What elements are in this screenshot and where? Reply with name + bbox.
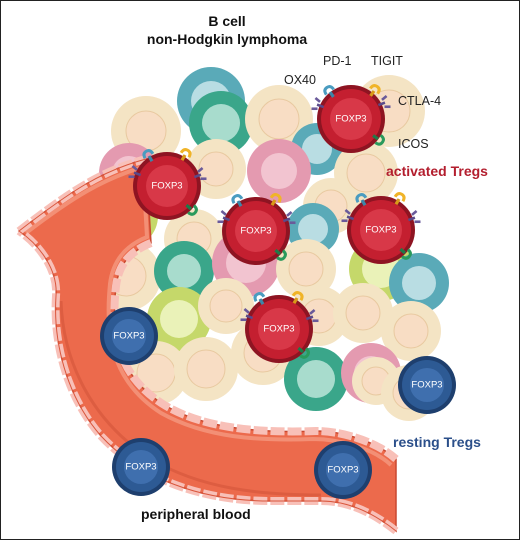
tumor-cell [381, 301, 441, 361]
activated-tregs-label: activated Tregs [386, 163, 488, 179]
tumor-cell [247, 139, 311, 203]
foxp3-label: FOXP3 [365, 225, 396, 236]
foxp3-label: FOXP3 [335, 114, 366, 125]
tumor-cell [333, 283, 393, 343]
tumor-cell [284, 347, 348, 411]
resting-treg: FOXP3 [398, 356, 456, 414]
foxp3-label: FOXP3 [327, 465, 358, 476]
activated-treg: FOXP3 [127, 145, 208, 220]
foxp3-label: FOXP3 [125, 462, 156, 473]
tumor-cell [189, 91, 253, 155]
figure-title-line-1: B cell [208, 13, 245, 29]
resting-treg: FOXP3 [112, 438, 170, 496]
ox40-label: OX40 [284, 73, 316, 87]
tumor-cell [174, 337, 238, 401]
activated-treg: FOXP3 [216, 190, 297, 265]
activated-treg: FOXP3 [310, 81, 392, 153]
figure-title-line-2: non-Hodgkin lymphoma [147, 31, 307, 47]
tumor-cell [389, 253, 449, 313]
foxp3-label: FOXP3 [263, 324, 294, 335]
tumor-cell [276, 239, 336, 299]
ctla4-label: CTLA-4 [398, 94, 441, 108]
tigit-label: TIGIT [371, 54, 403, 68]
tumor-cell [154, 241, 214, 301]
peripheral-blood-label: peripheral blood [141, 506, 251, 522]
activated-treg: FOXP3 [239, 288, 320, 363]
tumor-cell [198, 278, 254, 334]
resting-treg: FOXP3 [100, 307, 158, 365]
tumor-cell [147, 287, 211, 351]
tumor-cell [186, 139, 246, 199]
icos-label: ICOS [398, 137, 429, 151]
foxp3-label: FOXP3 [240, 226, 271, 237]
blood-vessel [16, 155, 399, 535]
activated-treg: FOXP3 [340, 189, 422, 264]
foxp3-label: FOXP3 [411, 380, 442, 391]
pd1-label: PD-1 [323, 54, 352, 68]
foxp3-label: FOXP3 [151, 181, 182, 192]
resting-treg: FOXP3 [314, 441, 372, 499]
resting-tregs-label: resting Tregs [393, 434, 481, 450]
foxp3-label: FOXP3 [113, 331, 144, 342]
